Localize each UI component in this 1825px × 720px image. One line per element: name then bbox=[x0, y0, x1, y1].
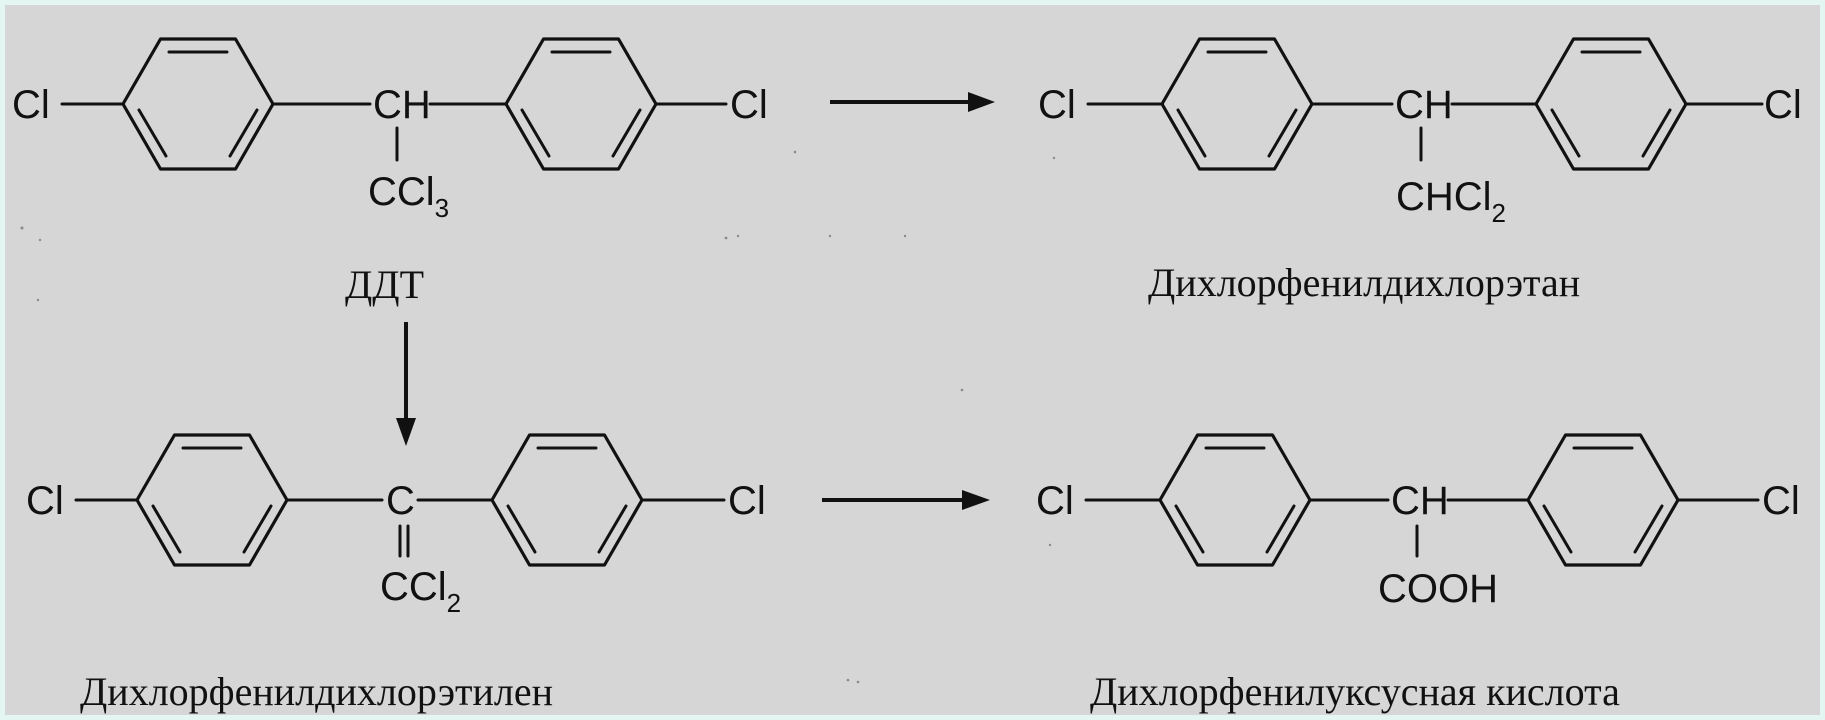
caption-ddt: ДДТ bbox=[345, 262, 424, 307]
benzene-ring-right bbox=[504, 37, 658, 171]
caption-dichlorophenyldichloroethylene: Дихлорфенилдихлорэтилен bbox=[80, 669, 553, 714]
benzene-ring-left bbox=[1160, 37, 1314, 171]
caption-dichlorophenylacetic-acid: Дихлорфенилуксусная кислота bbox=[1090, 669, 1620, 714]
atom-central-ch: CH bbox=[1391, 479, 1449, 523]
arrow-ethylene-to-acetic-acid bbox=[822, 490, 990, 510]
substituent-chcl2: CHCl2 bbox=[1396, 175, 1506, 228]
benzene-ring-left bbox=[135, 433, 289, 567]
atom-right-chlorine: Cl bbox=[1762, 479, 1800, 523]
caption-dichlorophenyldichloroethane: Дихлорфенилдихлорэтан bbox=[1148, 260, 1580, 305]
atom-right-chlorine: Cl bbox=[730, 83, 768, 127]
atom-left-chlorine: Cl bbox=[1038, 83, 1076, 127]
atom-left-chlorine: Cl bbox=[1036, 479, 1074, 523]
arrow-ddt-to-ethane bbox=[830, 92, 995, 112]
benzene-ring-left bbox=[121, 37, 275, 171]
benzene-ring-left bbox=[1158, 433, 1312, 567]
scan-noise bbox=[20, 150, 1056, 684]
molecule-dichlorophenylacetic-acid: Cl CH Cl COOH Дихлорфенилуксусная кислот… bbox=[1036, 433, 1800, 714]
atom-right-chlorine: Cl bbox=[1764, 83, 1802, 127]
atom-central-ch: CH bbox=[1395, 83, 1453, 127]
atom-right-chlorine: Cl bbox=[728, 479, 766, 523]
arrow-ddt-to-ethylene bbox=[396, 322, 416, 446]
molecule-dichlorophenyldichloroethane: Cl CH Cl CHCl2 Дихлорфенилдихлорэтан bbox=[1038, 37, 1802, 305]
molecule-dichlorophenyldichloroethylene: Cl C Cl CCl2 Дихлорфенилдихлорэтилен bbox=[26, 433, 766, 714]
substituent-ccl2: CCl2 bbox=[380, 565, 461, 618]
atom-central-ch: CH bbox=[373, 83, 431, 127]
atom-left-chlorine: Cl bbox=[26, 479, 64, 523]
benzene-ring-right bbox=[1534, 37, 1688, 171]
atom-left-chlorine: Cl bbox=[12, 83, 50, 127]
benzene-ring-right bbox=[1526, 433, 1680, 567]
benzene-ring-right bbox=[490, 433, 644, 567]
molecule-ddt: Cl CH Cl CCl3 ДДТ bbox=[12, 37, 768, 307]
atom-central-carbon: C bbox=[386, 479, 415, 523]
substituent-ccl3: CCl3 bbox=[368, 170, 449, 223]
substituent-cooh: COOH bbox=[1378, 567, 1498, 611]
